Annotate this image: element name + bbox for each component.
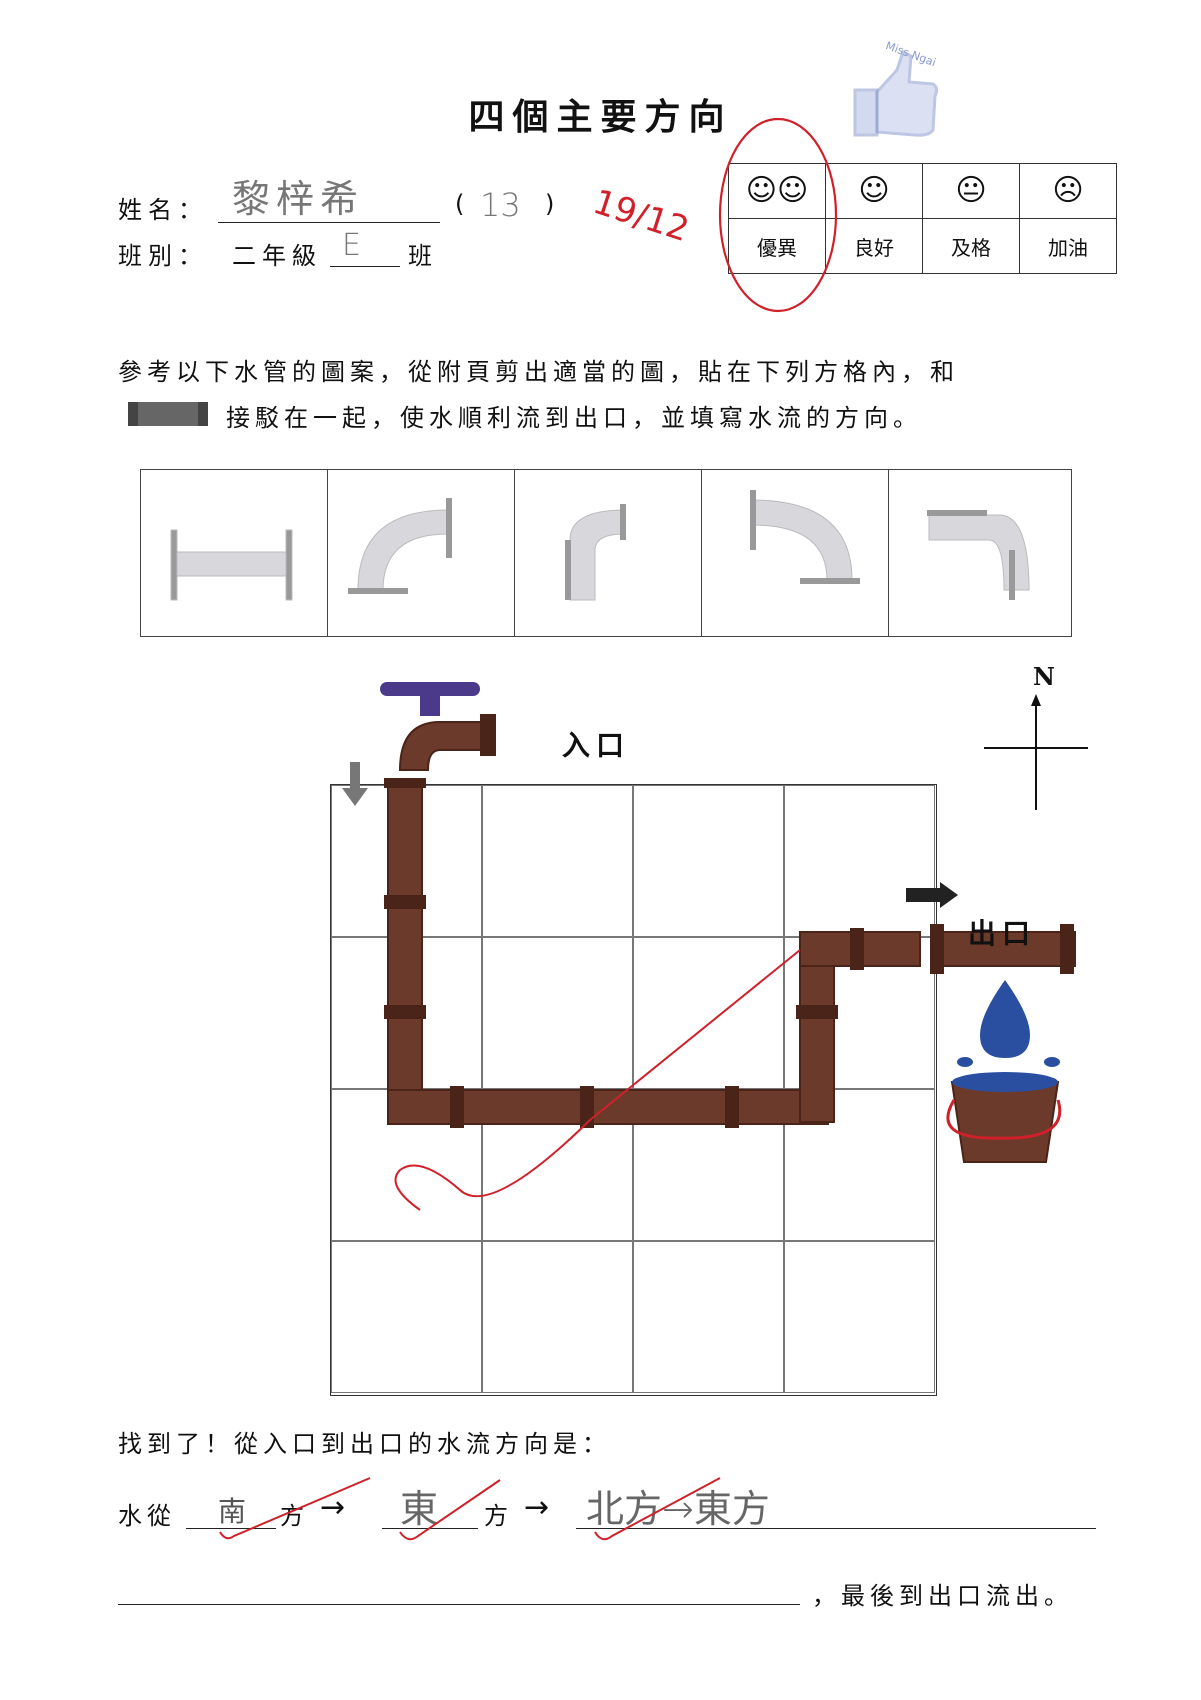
connector-pipe-icon	[128, 402, 208, 426]
reference-pieces	[140, 469, 1072, 637]
answer-blank-1: 南	[218, 1495, 247, 1528]
pipe-joint	[450, 1086, 464, 1128]
ref-piece-elbow-1	[328, 470, 515, 636]
page-title: 四個主要方向	[468, 97, 733, 138]
grid-cell	[784, 1241, 935, 1393]
ref-piece-elbow-2	[515, 470, 702, 636]
selected-rating-circle	[718, 117, 838, 313]
tap-flange	[480, 714, 496, 756]
grid-cell	[784, 1089, 935, 1241]
grid-cell	[482, 937, 633, 1089]
bucket-icon	[950, 1081, 1060, 1163]
grid-cell	[482, 1241, 633, 1393]
class-label: 班別：	[118, 242, 208, 270]
class-number: 13	[480, 186, 521, 224]
compass-north-label: N	[1033, 662, 1055, 691]
arrow-1: →	[320, 1490, 346, 1525]
class-value: E	[342, 228, 361, 263]
outlet-arrow-shaft	[906, 888, 942, 902]
arrow-2: →	[524, 1490, 550, 1525]
ref-piece-elbow-3	[702, 470, 889, 636]
grid-cell	[331, 1241, 482, 1393]
rating-label: 及格	[922, 218, 1020, 274]
pipe-joint	[930, 924, 944, 974]
compass-icon	[984, 694, 1088, 810]
pipe-path	[342, 682, 1076, 1211]
face-pass: 😐	[922, 163, 1020, 219]
tap-handle-icon	[380, 682, 480, 696]
tap-spout-icon	[398, 721, 491, 771]
grid-cell	[482, 785, 633, 937]
pipe-joint	[796, 1005, 838, 1019]
bucket-handle	[946, 1099, 1062, 1140]
answer-unit-1: 方	[280, 1502, 309, 1530]
answer-blank-3: 北方→東方	[586, 1487, 770, 1531]
face-excellent: ☺☺	[728, 163, 826, 219]
pipe-joint	[384, 1005, 426, 1019]
pipe-joint	[1060, 924, 1074, 974]
pipe-vertical-right	[799, 941, 835, 1123]
class-suffix: 班	[408, 242, 438, 270]
grid-check-mark	[394, 949, 801, 1211]
rating-label: 優異	[728, 218, 826, 274]
pipe-joint	[725, 1086, 739, 1128]
grid-cell	[633, 1241, 784, 1393]
thumbs-up-stamp: Miss Ngai	[853, 40, 939, 137]
pipe-joint	[384, 895, 426, 909]
tap-stem-icon	[420, 694, 440, 716]
pipe-joint	[384, 778, 426, 788]
answer-unit-2: 方	[484, 1502, 513, 1530]
grade-text: 二年級	[232, 242, 322, 270]
ref-piece-elbow-4	[889, 470, 1075, 636]
water-drop-icon	[980, 980, 1030, 1058]
outlet-label: 出口	[968, 917, 1037, 950]
instruction-line-1: 參考以下水管的圖案，從附頁剪出適當的圖，貼在下列方格內，和	[118, 358, 959, 386]
rating-table: ☺☺ ☺ 😐 ☹ 優異 良好 及格 加油	[728, 163, 1117, 274]
pipe-joint	[580, 1086, 594, 1128]
right-arrow-icon	[940, 882, 958, 908]
bucket-water	[952, 1072, 1058, 1092]
date-mark: 19/12	[588, 181, 694, 251]
outlet-pipe	[934, 931, 1076, 967]
grid-cell	[633, 937, 784, 1089]
answer-prefix: 水從	[118, 1502, 176, 1530]
ref-piece-straight	[141, 470, 328, 636]
rating-label: 良好	[825, 218, 923, 274]
name-label: 姓名：	[118, 196, 208, 224]
down-arrow-icon	[342, 788, 368, 806]
water-splash	[1044, 1057, 1060, 1067]
rating-label: 加油	[1019, 218, 1117, 274]
pipe-joint	[850, 928, 864, 970]
face-try-harder: ☹	[1019, 163, 1117, 219]
flow-arrow-shaft	[350, 762, 360, 790]
instruction-line-2: 接駁在一起，使水順利流到出口，並填寫水流的方向。	[226, 404, 922, 432]
answer-prompt: 找到了！從入口到出口的水流方向是：	[118, 1430, 611, 1458]
answer-blank-2: 東	[400, 1487, 439, 1531]
inlet-label: 入口	[562, 729, 631, 762]
answer-suffix: ，最後到出口流出。	[812, 1582, 1073, 1610]
answer-check-marks	[219, 1477, 721, 1541]
pipe-vertical-left	[387, 781, 423, 1123]
water-splash	[957, 1057, 973, 1067]
name-value: 黎梓希	[232, 177, 365, 221]
grid-cell	[633, 785, 784, 937]
